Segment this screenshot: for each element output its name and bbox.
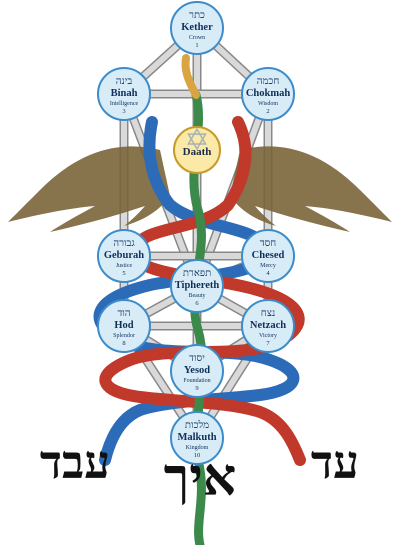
sephirah-circle xyxy=(241,67,295,121)
sephirah-hebrew: יסוד xyxy=(189,353,205,364)
word-right: עד xyxy=(311,435,359,489)
sephirah-name: Yesod xyxy=(184,365,210,376)
gold-serpent-head xyxy=(181,54,200,99)
hexagram-icon: ✡ xyxy=(184,124,209,157)
sephirah-meaning: Justice xyxy=(116,263,133,269)
sephirah-circle xyxy=(241,299,295,353)
sephirah-hebrew: גבורה xyxy=(113,238,134,249)
sephirah-circle xyxy=(170,1,224,55)
sephirah-number: 5 xyxy=(122,270,125,277)
wings xyxy=(8,146,392,232)
right-wing xyxy=(230,146,392,232)
sephirah-name: Malkuth xyxy=(177,432,216,443)
sephirah-circle xyxy=(170,411,224,465)
sephirah-meaning: Foundation xyxy=(183,378,210,384)
daath-sphere xyxy=(173,126,221,174)
sephirah-meaning: Mercy xyxy=(260,263,276,269)
sephirah-name: Binah xyxy=(111,88,138,99)
sephirah-meaning: Beauty xyxy=(189,293,206,299)
sephirah-meaning: Intelligence xyxy=(110,101,139,107)
sephirah-name: Geburah xyxy=(104,250,144,261)
sephirah-hebrew: הוד xyxy=(117,308,130,319)
sephirah-name: Kether xyxy=(181,22,213,33)
left-wing xyxy=(8,146,170,232)
sephirah-number: 1 xyxy=(195,42,198,49)
sephirah-name: Hod xyxy=(114,320,133,331)
sephirah-circle xyxy=(170,344,224,398)
daath: ✡ Daath xyxy=(173,124,221,174)
sephirah-meaning: Crown xyxy=(189,35,205,41)
large-hebrew-words: עבד איך עד xyxy=(40,435,359,508)
sephirah-number: 2 xyxy=(266,108,269,115)
sephirah-hebrew: כתר xyxy=(189,10,205,21)
sephirah-number: 10 xyxy=(194,452,201,459)
word-left: עבד xyxy=(40,435,110,489)
word-center: איך xyxy=(164,447,237,508)
sephirah-number: 3 xyxy=(122,108,125,115)
sephirah-meaning: Kingdom xyxy=(186,445,209,451)
sephirah-name: Chokmah xyxy=(246,88,291,99)
sephirah-name: Netzach xyxy=(250,320,286,331)
sephirah-circle xyxy=(97,67,151,121)
sephirah-name: Chesed xyxy=(252,250,285,261)
daath-label: Daath xyxy=(183,146,212,158)
sephirah-hebrew: מלכות xyxy=(185,419,209,431)
sephirah-number: 6 xyxy=(195,300,199,307)
sephirah-hebrew: תפארת xyxy=(183,268,211,279)
sephirah-circle xyxy=(170,259,224,313)
sephirah-number: 4 xyxy=(266,270,270,277)
sephirah-number: 9 xyxy=(195,385,198,392)
sephirah-meaning: Splendor xyxy=(113,333,135,339)
sephirah-number: 7 xyxy=(266,340,270,347)
sephirah-meaning: Victory xyxy=(259,333,277,339)
sephirah-hebrew: חכמה xyxy=(257,76,280,87)
sephirah-hebrew: נצח xyxy=(261,308,275,319)
sephirah-hebrew: חסד xyxy=(260,238,276,249)
sephirah-name: Tiphereth xyxy=(175,280,220,291)
sephirah-circle xyxy=(241,229,295,283)
sephirah-circle xyxy=(97,229,151,283)
sephirah-hebrew: בינה xyxy=(116,76,133,87)
sephirah-meaning: Wisdom xyxy=(258,101,278,107)
sephirah-circle xyxy=(97,299,151,353)
sephirah-number: 8 xyxy=(122,340,125,347)
